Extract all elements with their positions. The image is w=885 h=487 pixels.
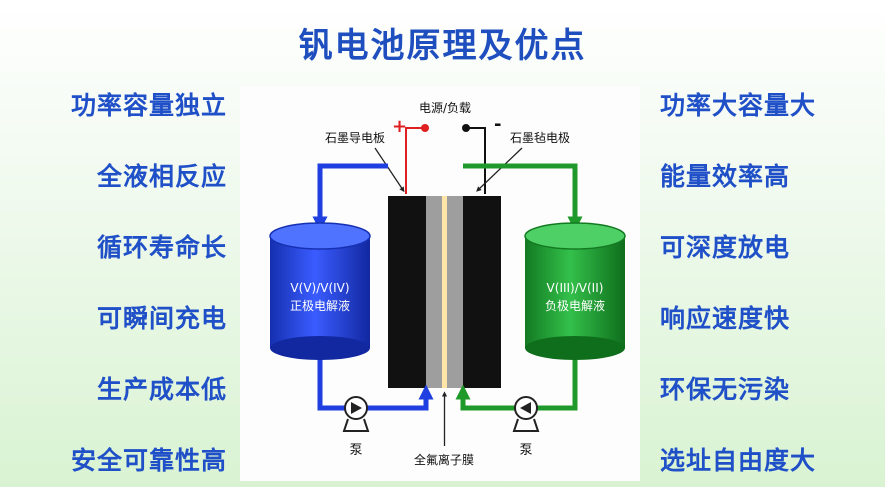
positive-wire (405, 127, 425, 194)
positive-tank-label: 正极电解液 (290, 298, 350, 313)
negative-flow-out (463, 163, 583, 232)
negative-electrolyte-tank (524, 222, 626, 360)
right-feature-1: 功率大容量大 (660, 91, 817, 120)
positive-flow-out (312, 163, 388, 232)
positive-sign: + (392, 116, 407, 137)
left-pump-icon (342, 396, 370, 432)
positive-electrolyte-tank (269, 222, 371, 360)
diagram-svg: 电源/负载 + - 石墨导电板 石墨毡电极 V(V)/V(IV) 正极 (269, 101, 626, 467)
left-feature-1: 功率容量独立 (70, 91, 227, 120)
graphite-plate-pointer (374, 147, 405, 193)
power-load-label: 电源/负载 (419, 101, 471, 115)
right-pump-icon (512, 396, 540, 432)
negative-tank-label: 负极电解液 (545, 298, 605, 313)
left-feature-5: 生产成本低 (96, 375, 227, 404)
right-feature-4: 响应速度快 (660, 304, 791, 333)
membrane-label: 全氟离子膜 (414, 452, 474, 467)
positive-electrode-plate (388, 196, 426, 388)
left-feature-3: 循环寿命长 (96, 233, 227, 262)
left-feature-2: 全液相反应 (96, 162, 227, 191)
right-feature-3: 可深度放电 (660, 233, 791, 262)
right-feature-5: 环保无污染 (660, 375, 791, 404)
negative-sign: - (494, 114, 501, 135)
left-feature-6: 安全可靠性高 (70, 446, 227, 475)
right-feature-2: 能量效率高 (660, 162, 791, 191)
left-pump-label: 泵 (349, 443, 362, 458)
graphite-felt-label: 石墨毡电极 (510, 131, 570, 145)
negative-felt (447, 196, 463, 388)
vanadium-battery-diagram: 电源/负载 + - 石墨导电板 石墨毡电极 V(V)/V(IV) 正极 (240, 86, 640, 481)
negative-wire (466, 127, 486, 194)
left-feature-4: 可瞬间充电 (96, 304, 227, 333)
positive-flow-down (317, 348, 346, 411)
right-pump-label: 泵 (519, 443, 532, 458)
right-feature-6: 选址自由度大 (660, 446, 817, 475)
membrane (442, 196, 447, 388)
negative-electrode-plate (463, 196, 501, 388)
positive-flow-in (366, 384, 434, 411)
page-title: 钒电池原理及优点 (298, 26, 587, 66)
positive-tank-formula: V(V)/V(IV) (290, 281, 349, 295)
negative-tank-formula: V(III)/V(II) (547, 281, 604, 295)
graphite-felt-pointer (476, 147, 523, 192)
graphite-plate-label: 石墨导电板 (325, 131, 385, 145)
positive-felt (426, 196, 442, 388)
negative-flow-in (455, 384, 516, 411)
negative-flow-down (536, 348, 578, 411)
